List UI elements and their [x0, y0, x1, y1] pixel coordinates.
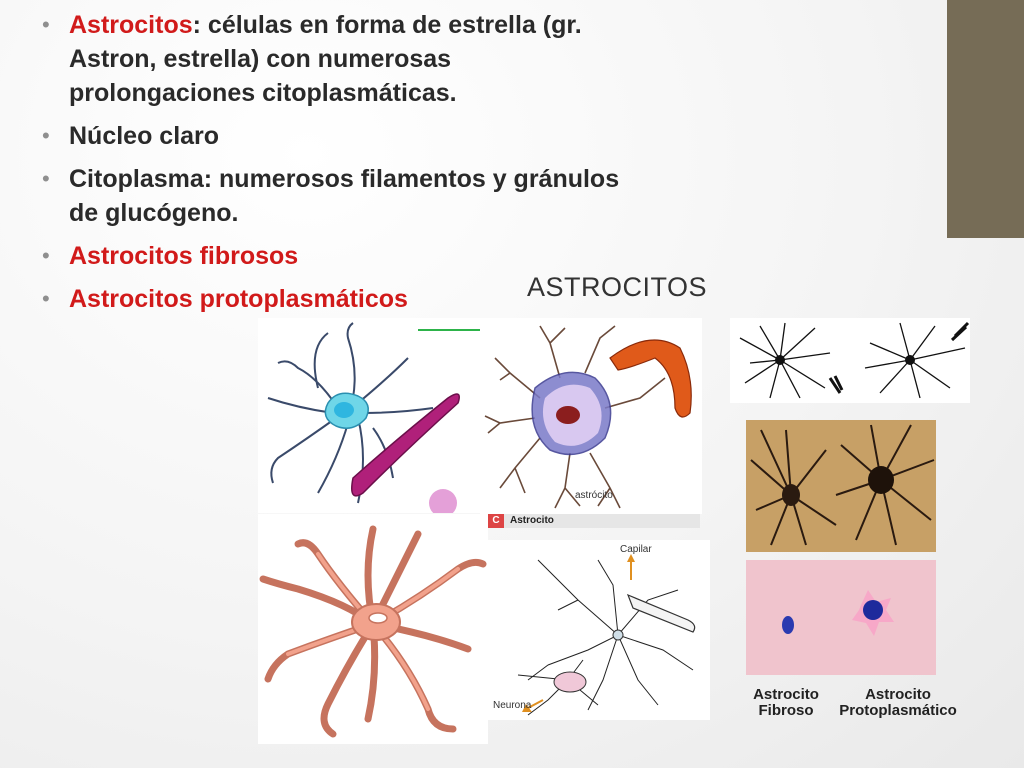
bullet-citoplasma: • Citoplasma: numerosos filamentos y grá… [42, 162, 642, 230]
cyan-astrocyte-panel [258, 318, 488, 513]
line-drawing-illustration [517, 554, 696, 716]
bullet-nucleo: • Núcleo claro [42, 119, 642, 153]
bullet-astrocitos-definition: • Astrocitos: células en forma de estrel… [42, 8, 642, 110]
bullet-text: Citoplasma: numerosos filamentos y gránu… [69, 165, 620, 227]
ink-astrocytes-panel [730, 318, 970, 403]
neurona-label: Neurona [493, 700, 532, 711]
bullet-text: : células en forma de estrella (gr. Astr… [69, 11, 582, 107]
bullet-dot-icon: • [42, 12, 50, 37]
fibroso-label: Astrocito Fibroso [753, 686, 819, 719]
bullet-highlight: Astrocitos [69, 11, 193, 39]
bullet-dot-icon: • [42, 243, 50, 268]
salmon-astrocyte-panel [258, 514, 488, 744]
figure-title: ASTROCITOS [527, 272, 708, 302]
central-astrocyte-illustration: astrócito [484, 325, 692, 509]
decorative-side-bar [947, 0, 1024, 238]
ink-astrocytes-illustration [739, 321, 970, 399]
bullet-highlight: Astrocitos fibrosos [69, 242, 299, 270]
bullet-list: • Astrocitos: células en forma de estrel… [42, 8, 642, 325]
stained-astrocytes-illustration [746, 420, 936, 552]
bullet-dot-icon: • [42, 166, 50, 191]
cyan-astrocyte-illustration [267, 322, 483, 513]
histology-panel [746, 560, 936, 675]
protoplasmatico-label: Astrocito Protoplasmático [839, 686, 957, 719]
caption-text: Astrocito [510, 515, 554, 526]
histology-illustration [746, 560, 936, 675]
astrocito-label: astrócito [575, 490, 613, 501]
figure-caption: C Astrocito [488, 514, 700, 528]
line-drawing-panel: Capilar Neurona [488, 540, 710, 720]
bullet-dot-icon: • [42, 123, 50, 148]
salmon-astrocyte-illustration [259, 525, 487, 738]
bullet-text: Núcleo claro [69, 122, 220, 150]
capilar-label: Capilar [620, 544, 652, 555]
bullet-dot-icon: • [42, 286, 50, 311]
bullet-protoplasmaticos: • Astrocitos protoplasmáticos [42, 282, 642, 316]
bullet-highlight: Astrocitos protoplasmáticos [69, 285, 408, 313]
stained-astrocytes-panel [746, 420, 936, 552]
bullet-fibrosos: • Astrocitos fibrosos [42, 239, 642, 273]
caption-letter: C [488, 514, 504, 528]
central-astrocyte-panel: astrócito [480, 318, 702, 514]
